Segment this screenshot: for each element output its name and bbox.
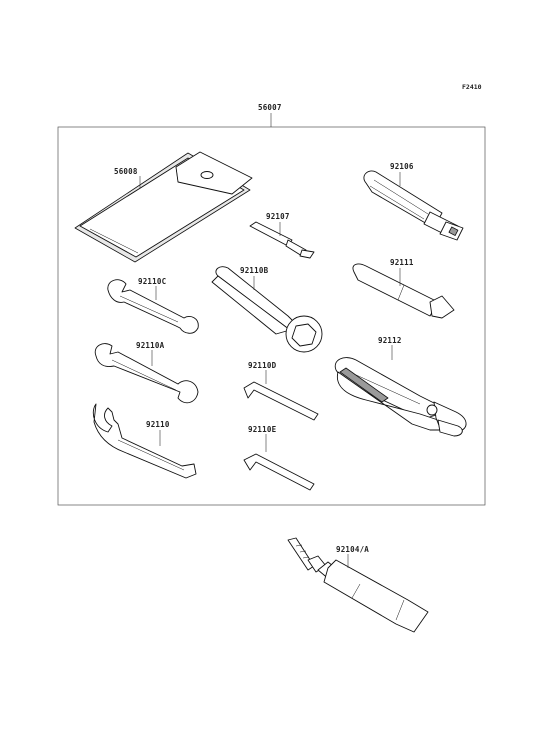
ring-wrench bbox=[211, 266, 323, 353]
label-ring-wrench: 92110B bbox=[240, 266, 269, 275]
figure-code: F2410 bbox=[462, 83, 482, 91]
socket-handle bbox=[352, 263, 455, 319]
hex-key-e bbox=[243, 453, 315, 491]
label-wrench-small: 92110C bbox=[138, 277, 166, 286]
label-screwdriver-bit: 92107 bbox=[266, 212, 290, 221]
open-end-wrench bbox=[94, 343, 199, 404]
label-kit: 56007 bbox=[258, 103, 282, 112]
label-pouch: 56008 bbox=[114, 167, 138, 176]
label-grease-tube: 92104/A bbox=[336, 545, 369, 554]
tool-pouch bbox=[74, 151, 253, 263]
label-wrench: 92110A bbox=[136, 341, 165, 350]
open-end-wrench-small bbox=[107, 279, 199, 334]
kit-boundary-box bbox=[57, 126, 486, 506]
pliers bbox=[334, 357, 467, 437]
screwdriver-grip bbox=[363, 170, 464, 241]
label-socket-handle: 92111 bbox=[390, 258, 414, 267]
hook-spanner bbox=[92, 403, 197, 479]
screwdriver-bit bbox=[249, 221, 315, 259]
label-hex-key-d: 92110D bbox=[248, 361, 277, 370]
label-pliers: 92112 bbox=[378, 336, 402, 345]
label-hook-spanner: 92110 bbox=[146, 420, 170, 429]
label-screwdriver-grip: 92106 bbox=[390, 162, 414, 171]
hex-key-d bbox=[243, 381, 319, 421]
label-hex-key-e: 92110E bbox=[248, 425, 277, 434]
